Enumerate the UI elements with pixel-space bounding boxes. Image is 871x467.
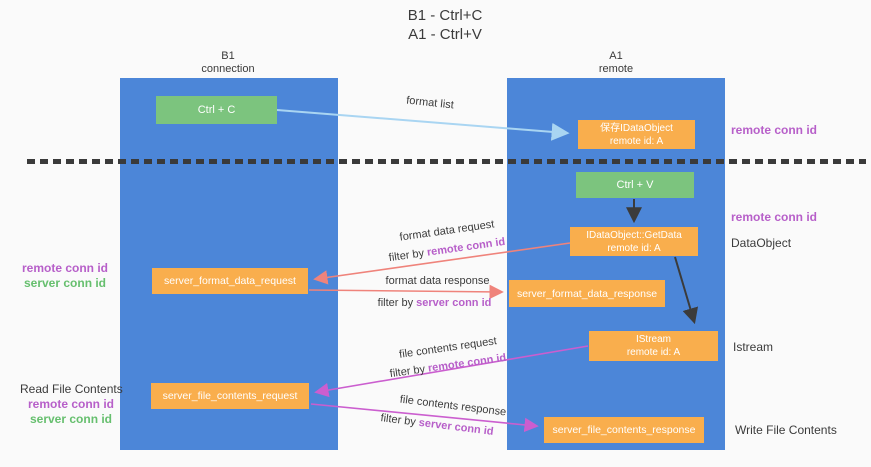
save-dataobject-line1: 保存IDataObject: [600, 122, 673, 134]
format-data-response-filter-label: filter by server conn id: [377, 296, 492, 310]
server-format-data-request-node: server_format_data_request: [152, 268, 308, 294]
left-server-conn-id-label-2: server conn id: [29, 412, 113, 426]
ctrl-v-node: Ctrl + V: [576, 172, 694, 198]
lifeline-b1-name: B1: [221, 50, 235, 62]
left-remote-conn-id-label-2: remote conn id: [27, 397, 114, 411]
save-dataobject-node: 保存IDataObject remote id: A: [578, 120, 695, 149]
lifeline-header-b1: B1 connection: [168, 50, 288, 76]
right-remote-conn-id-label-2: remote conn id: [731, 210, 818, 224]
server-conn-id-text: server conn id: [418, 416, 495, 438]
save-dataobject-line2: remote id: A: [609, 135, 664, 147]
title-line2: A1 - Ctrl+V: [408, 26, 482, 43]
server-format-data-response-label: server_format_data_response: [516, 287, 658, 300]
getdata-node: IDataObject::GetData remote id: A: [570, 227, 698, 256]
lifeline-a1-role: remote: [598, 63, 634, 75]
lifeline-b1-role: connection: [201, 63, 255, 75]
right-istream-label: Istream: [733, 340, 774, 354]
filter-by-text: filter by: [389, 362, 429, 381]
filter-by-text: filter by: [377, 297, 417, 309]
phase-separator-dashed-line: [27, 159, 866, 164]
ctrl-v-label: Ctrl + V: [616, 179, 654, 191]
server-file-contents-request-node: server_file_contents_request: [151, 383, 309, 409]
server-conn-id-text: server conn id: [416, 297, 492, 309]
right-write-file-contents-label: Write File Contents: [735, 423, 837, 437]
getdata-line1: IDataObject::GetData: [586, 229, 682, 241]
ctrl-c-label: Ctrl + C: [197, 104, 236, 116]
istream-line1: IStream: [635, 334, 671, 345]
left-conn-id-group: remote conn id server conn id: [15, 261, 115, 291]
server-file-contents-response-node: server_file_contents_response: [544, 417, 704, 443]
title-line1: B1 - Ctrl+C: [407, 7, 483, 24]
right-remote-conn-id-label-1: remote conn id: [731, 123, 818, 137]
diagram-title: B1 - Ctrl+C A1 - Ctrl+V: [345, 6, 545, 44]
istream-line2: remote id: A: [626, 347, 681, 358]
left-remote-conn-id-label-1: remote conn id: [21, 261, 108, 275]
server-file-contents-request-label: server_file_contents_request: [162, 390, 298, 402]
server-format-data-request-label: server_format_data_request: [164, 275, 296, 287]
filter-by-text: filter by: [379, 412, 420, 429]
server-file-contents-response-label: server_file_contents_response: [552, 424, 696, 436]
filter-by-text: filter by: [388, 246, 428, 265]
getdata-line2: remote id: A: [607, 242, 661, 254]
lifeline-header-a1: A1 remote: [556, 50, 676, 76]
format-list-label: format list: [405, 94, 455, 112]
server-format-data-response-node: server_format_data_response: [509, 280, 665, 307]
format-data-response-label: format data response: [385, 275, 490, 287]
istream-node: IStream remote id: A: [589, 331, 718, 361]
left-read-file-group: Read File Contents remote conn id server…: [20, 382, 123, 427]
ctrl-c-node: Ctrl + C: [156, 96, 277, 124]
left-server-conn-id-label-1: server conn id: [23, 276, 107, 290]
right-dataobject-label: DataObject: [731, 236, 792, 250]
lifeline-a1-name: A1: [609, 50, 623, 62]
left-read-file-contents-label: Read File Contents: [20, 382, 123, 396]
